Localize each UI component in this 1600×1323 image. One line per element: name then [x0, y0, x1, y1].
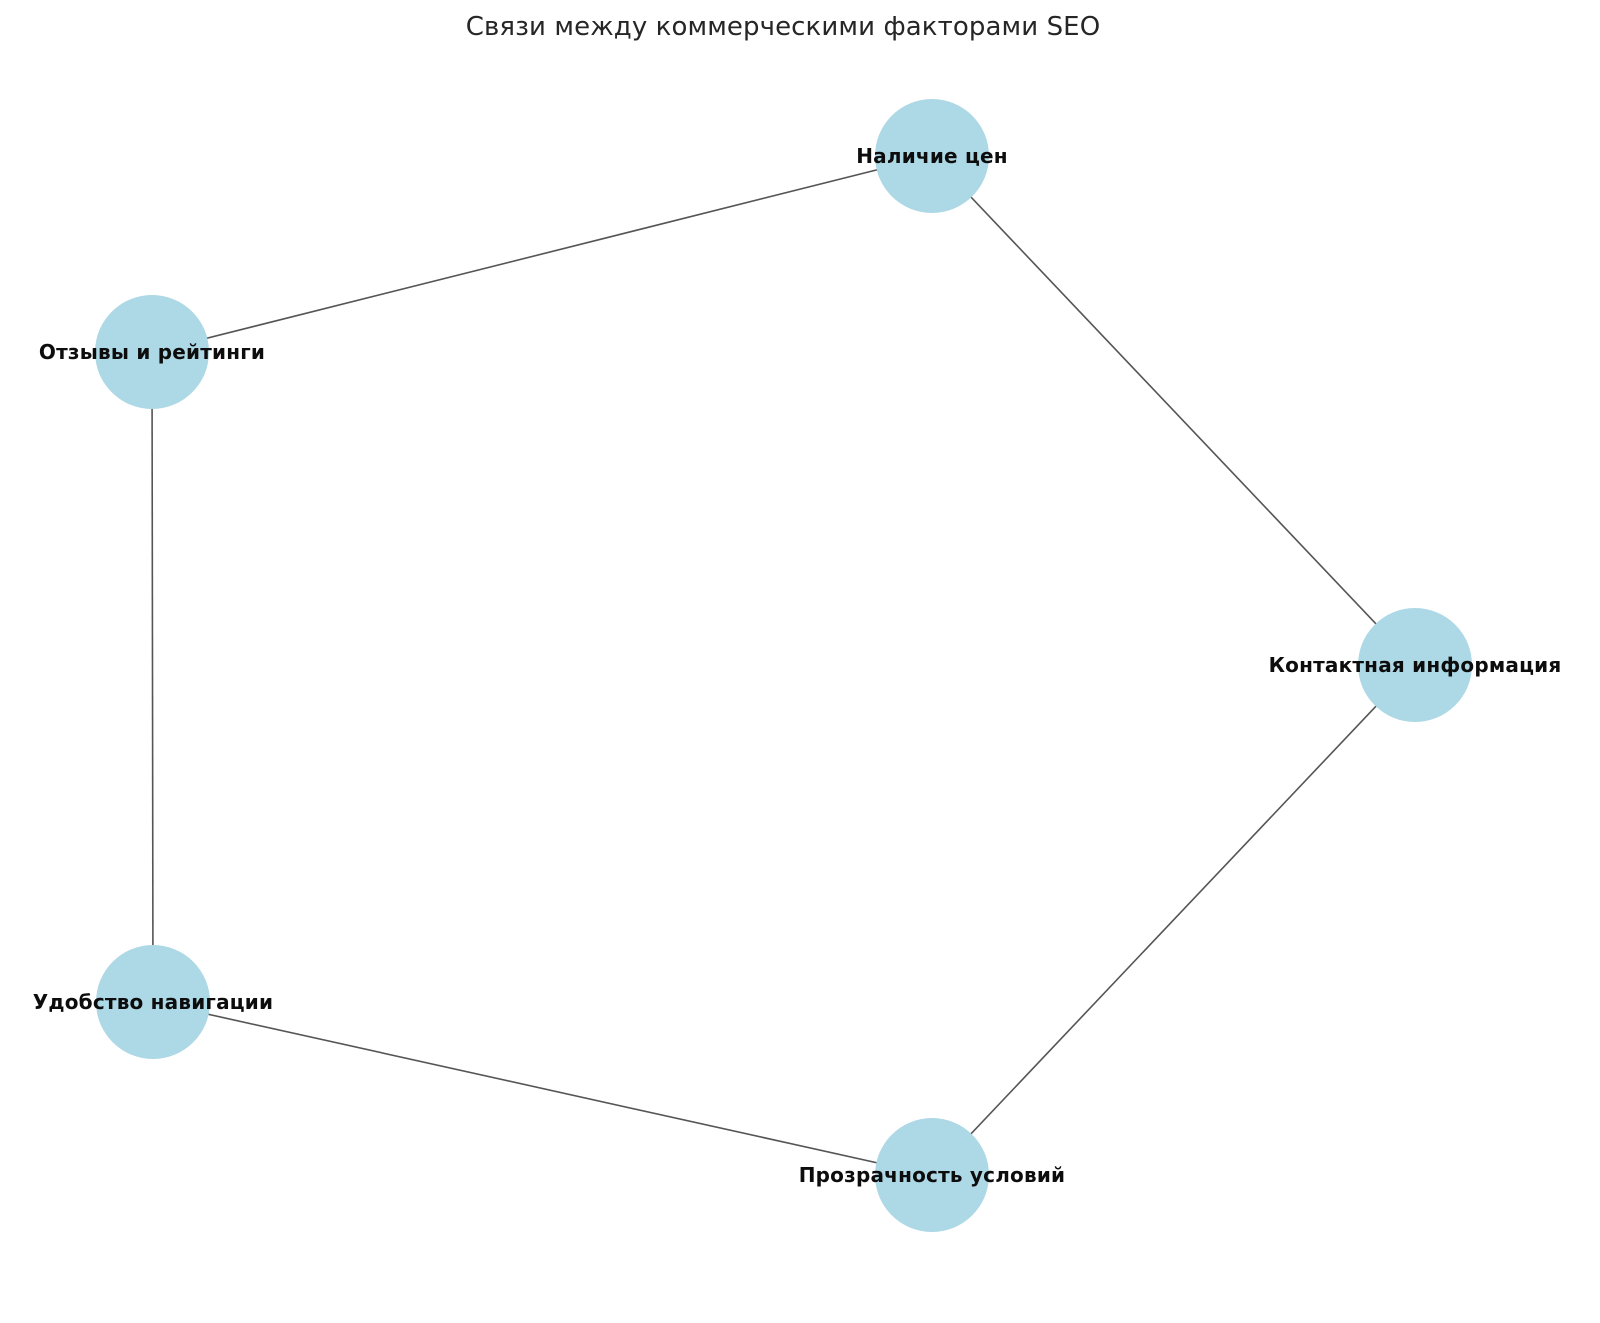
nodes-layer [95, 99, 1472, 1232]
graph-node-contacts[interactable] [1358, 608, 1472, 722]
graph-node-terms[interactable] [875, 1118, 989, 1232]
graph-edge [151, 351, 154, 1003]
edges-layer [151, 155, 1416, 1176]
graph-edge [151, 155, 933, 353]
page-title: Связи между коммерческими факторами SEO [465, 12, 1101, 42]
graph-edge [152, 1001, 933, 1176]
graph-node-navigation[interactable] [96, 945, 210, 1059]
graph-node-prices[interactable] [875, 99, 989, 213]
graph-edge [931, 155, 1416, 666]
graph-edge [931, 664, 1416, 1176]
graph-node-reviews[interactable] [95, 295, 209, 409]
